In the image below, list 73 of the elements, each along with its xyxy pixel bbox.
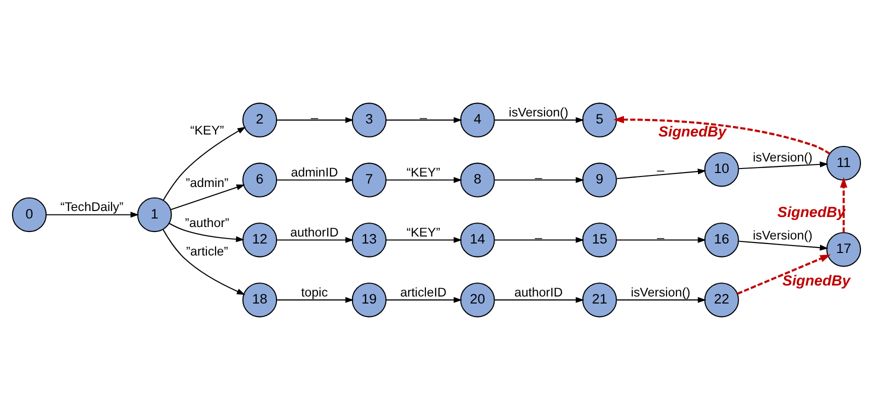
arrow bbox=[276, 177, 354, 183]
arrow bbox=[46, 212, 139, 218]
edge-label: _ bbox=[657, 225, 664, 240]
edge-label: ”author” bbox=[185, 216, 230, 230]
node-circle: 1 bbox=[137, 197, 172, 232]
arrow bbox=[736, 254, 831, 295]
arrow bbox=[162, 126, 246, 200]
node-circle: 10 bbox=[704, 152, 739, 187]
edge-label: _ bbox=[535, 225, 542, 240]
arrow bbox=[494, 237, 584, 243]
node-circle: 8 bbox=[460, 162, 495, 198]
edge-label: SignedBy bbox=[782, 274, 850, 290]
node-circle: 4 bbox=[460, 102, 495, 138]
edge-label: topic bbox=[301, 285, 328, 300]
arrow bbox=[170, 184, 245, 210]
arrow bbox=[616, 168, 706, 180]
arrow bbox=[386, 117, 462, 123]
edge-label: adminID bbox=[290, 165, 338, 180]
node-circle: 0 bbox=[12, 197, 47, 232]
arrow bbox=[276, 237, 354, 243]
edge-label: SignedBy bbox=[658, 124, 726, 141]
arrow bbox=[276, 297, 354, 303]
node-circle: 16 bbox=[704, 222, 739, 258]
node-circle: 22 bbox=[704, 282, 739, 318]
edge-label: _ bbox=[310, 105, 318, 120]
arrow bbox=[616, 297, 706, 303]
edge-label: “KEY” bbox=[406, 225, 440, 240]
node-circle: 3 bbox=[352, 102, 387, 138]
edge-label: isVersion() bbox=[508, 105, 568, 120]
node-circle: 20 bbox=[460, 282, 495, 318]
edge-label: authorID bbox=[514, 285, 563, 300]
arrow bbox=[616, 237, 706, 243]
arrow bbox=[386, 177, 462, 183]
node-circle: 7 bbox=[352, 162, 387, 198]
edge-label: “TechDaily” bbox=[60, 200, 124, 214]
edge-label: articleID bbox=[400, 285, 446, 300]
node-circle: 14 bbox=[460, 222, 495, 258]
node-circle: 13 bbox=[352, 222, 387, 258]
arrow bbox=[494, 297, 584, 303]
arrow bbox=[738, 240, 828, 251]
node-circle: 17 bbox=[826, 232, 862, 267]
arrow bbox=[840, 177, 848, 233]
edge-label: “KEY” bbox=[406, 165, 440, 180]
arrow bbox=[162, 229, 246, 295]
arrow bbox=[494, 117, 584, 123]
edge-label: ”admin” bbox=[186, 176, 229, 190]
arrow bbox=[613, 116, 830, 155]
node-circle: 18 bbox=[242, 282, 278, 318]
arrow bbox=[386, 297, 462, 303]
node-circle: 9 bbox=[582, 162, 617, 198]
node-circle: 15 bbox=[582, 222, 617, 258]
arrow bbox=[168, 222, 244, 242]
node-circle: 6 bbox=[242, 162, 278, 198]
node-circle: 12 bbox=[242, 222, 278, 258]
edge-label: _ bbox=[420, 105, 427, 120]
arrow bbox=[386, 237, 462, 243]
node-circle: 19 bbox=[352, 282, 387, 318]
edge-label: isVersion() bbox=[630, 285, 690, 300]
edge-label: “KEY” bbox=[190, 123, 224, 138]
edge-label: _ bbox=[535, 165, 542, 180]
edge-label: authorID bbox=[290, 225, 339, 240]
arrow bbox=[738, 161, 828, 170]
edge-label: _ bbox=[657, 158, 664, 172]
node-circle: 2 bbox=[242, 102, 278, 138]
edge-label: isVersion() bbox=[752, 150, 812, 165]
node-circle: 5 bbox=[582, 102, 617, 138]
node-circle: 11 bbox=[826, 146, 862, 181]
edge-label: isVersion() bbox=[752, 228, 812, 243]
arrow bbox=[276, 117, 354, 123]
node-circle: 21 bbox=[582, 282, 617, 318]
edge-label: SignedBy bbox=[777, 204, 846, 221]
arrow bbox=[494, 177, 584, 183]
edge-label: ”article” bbox=[186, 244, 228, 258]
